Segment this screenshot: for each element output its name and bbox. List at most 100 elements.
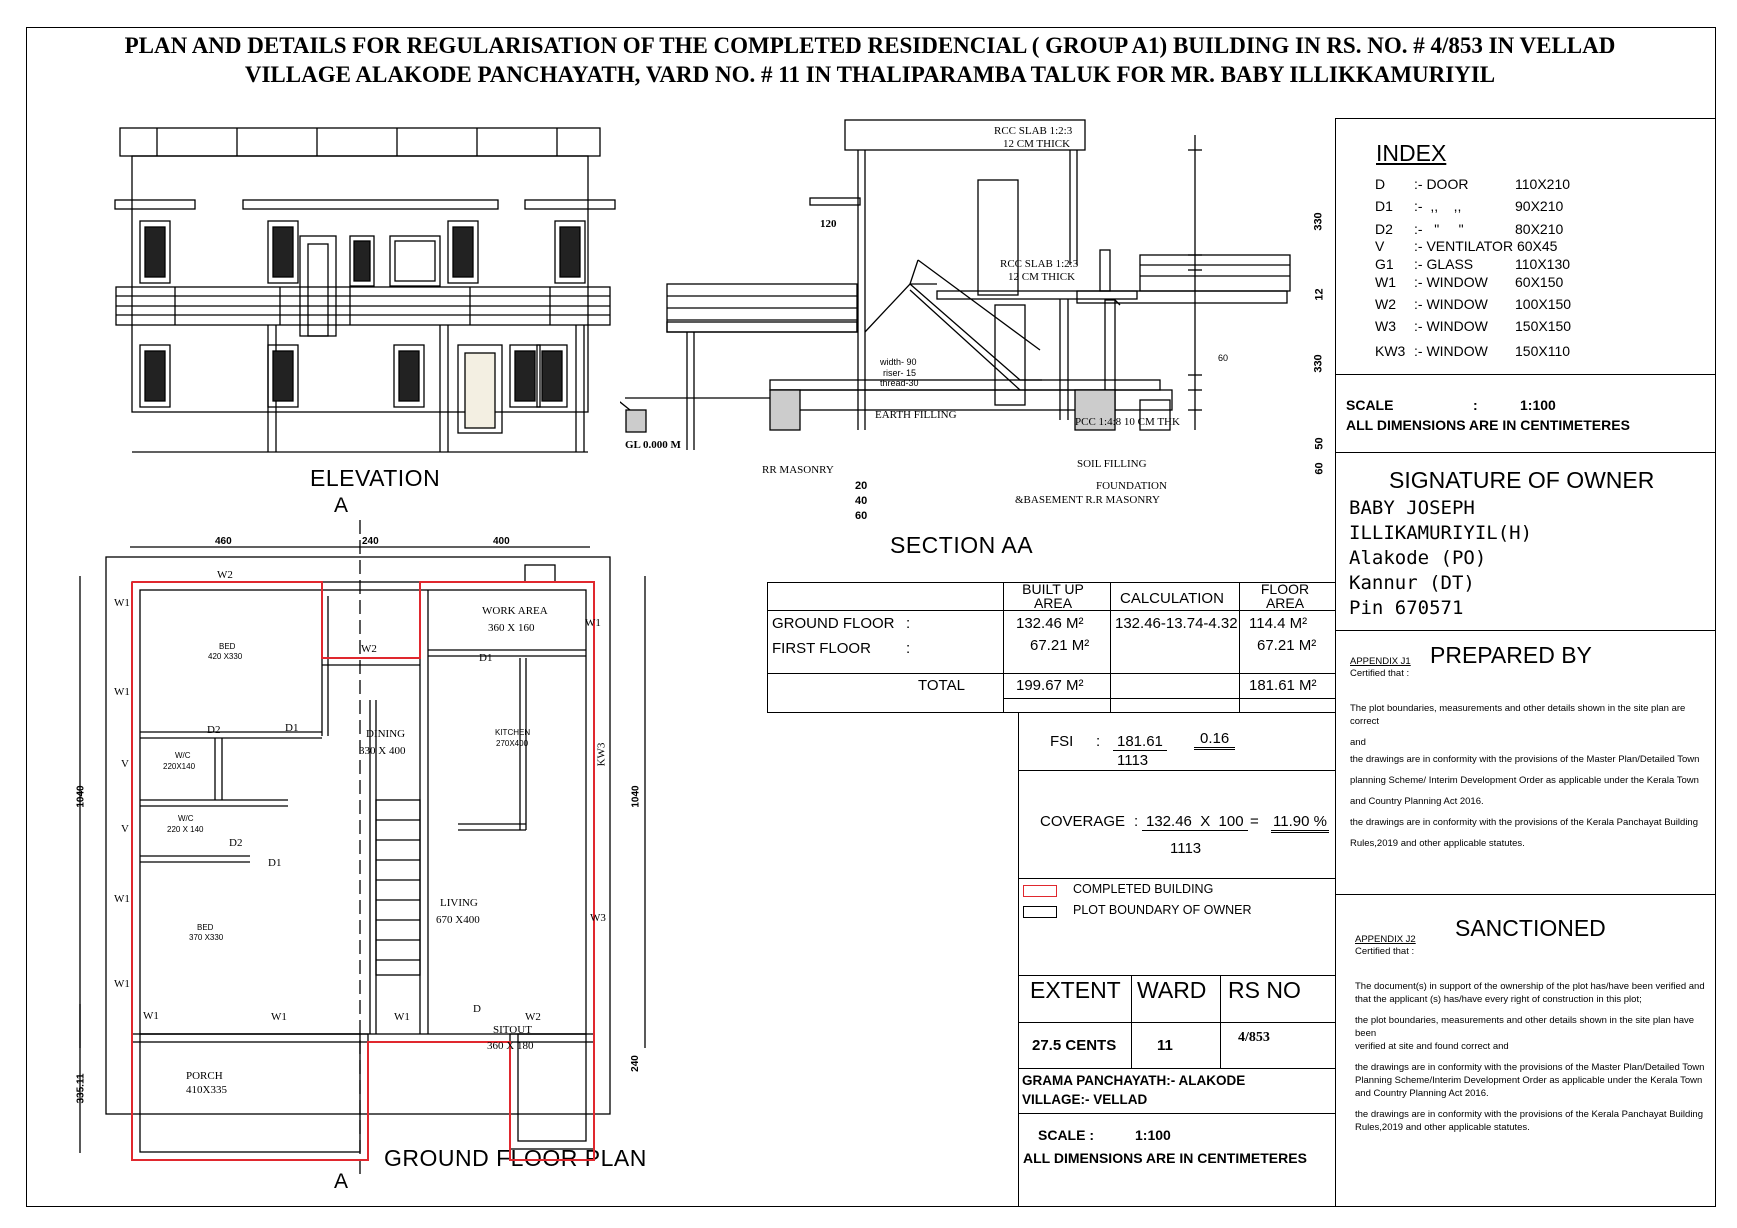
index-desc: :- ,, ,,: [1414, 198, 1462, 214]
prepared-heading: PREPARED BY: [1430, 642, 1592, 668]
index-code: D2: [1375, 221, 1393, 237]
area-row-3: [1003, 698, 1336, 699]
area-h-calc: CALCULATION: [1120, 590, 1224, 607]
scale2-label: SCALE :: [1038, 1127, 1094, 1143]
room-dining-size: 330 X 400: [359, 745, 406, 757]
index-heading: INDEX: [1376, 140, 1447, 166]
tag-w1-b: W1: [114, 686, 130, 698]
fsi-label: FSI: [1050, 733, 1074, 750]
tag-w3: W3: [590, 912, 606, 924]
tag-d: D: [473, 1003, 481, 1015]
index-desc: :- " ": [1414, 221, 1464, 237]
index-desc: :- GLASS: [1414, 256, 1474, 272]
tag-d1-b: D1: [268, 857, 282, 869]
ff-colon: :: [906, 640, 911, 657]
dim-left-porch: 335.11: [75, 1073, 87, 1104]
gf-calc: 132.46-13.74-4.32: [1115, 615, 1238, 632]
sanctioned-text: The document(s) in support of the owners…: [1355, 980, 1713, 1134]
tag-w2-top: W2: [217, 569, 233, 581]
tag-d1-kitchen: D1: [479, 652, 493, 664]
owner-pin: Pin 670571: [1349, 597, 1464, 619]
index-size: 60X150: [1515, 274, 1564, 290]
index-size: 110X210: [1515, 176, 1571, 192]
legend-swatch-plot: [1023, 906, 1057, 918]
section-rcc-top-thk: 12 CM THICK: [1003, 138, 1071, 150]
rs-heading: RS NO: [1228, 977, 1301, 1003]
dim-top-460: 460: [215, 536, 232, 547]
room-wc2: W/C: [178, 814, 194, 823]
index-size: 110X130: [1515, 256, 1571, 272]
fsi-den: 1113: [1117, 752, 1149, 769]
index-code: W2: [1375, 296, 1396, 312]
divider-3: [1335, 630, 1716, 631]
index-code: G1: [1375, 256, 1394, 272]
sanctioned-appendix: APPENDIX J2: [1355, 934, 1416, 945]
tag-w1-f: W1: [271, 1011, 287, 1023]
calc-block: [1018, 713, 1336, 1206]
section-rcc-mid-thk: 12 CM THICK: [1008, 271, 1076, 283]
fsi-colon: :: [1096, 733, 1101, 750]
legend-swatch-completed: [1023, 885, 1057, 897]
sanctioned-p4: the drawings are in conformity with the …: [1355, 1109, 1703, 1120]
gl-label: GL 0.000 M: [625, 439, 681, 451]
coverage-colon: :: [1134, 813, 1139, 830]
section-aa-drawing: [620, 119, 1291, 450]
area-h-built-1: BUILT UP: [1022, 581, 1084, 597]
area-table: [767, 582, 1336, 713]
ground-floor-plan-drawing: [79, 520, 646, 1180]
sanctioned-p3c: and Country Planning Act 2016.: [1355, 1088, 1489, 1099]
index-code: D: [1375, 176, 1386, 192]
gf-floor: 114.4 M²: [1249, 615, 1308, 632]
tag-kw3: KW3: [595, 742, 608, 767]
tag-d2-a: D2: [207, 724, 221, 736]
v-dim-50: 50: [1313, 437, 1326, 450]
tag-v-a: V: [121, 758, 129, 770]
total-floor: 181.61 M²: [1249, 677, 1317, 694]
foundation-label: FOUNDATION: [1096, 480, 1167, 492]
extent-col-1: [1131, 975, 1132, 1068]
fsi-num: 181.61: [1113, 733, 1167, 751]
drawing-title: PLAN AND DETAILS FOR REGULARISATION OF T…: [40, 31, 1700, 89]
index-size: 150X150: [1515, 318, 1572, 334]
fsi-result: 0.16: [1194, 730, 1236, 750]
room-bed1: BED: [219, 642, 236, 651]
ff-floor: 67.21 M²: [1257, 637, 1317, 654]
dim-60: 60: [855, 510, 868, 522]
index-code: W3: [1375, 318, 1396, 334]
prepared-certified: Certified that :: [1350, 668, 1410, 679]
owner-po: Alakode (PO): [1349, 547, 1487, 569]
index-size: 80X210: [1515, 221, 1564, 237]
room-wc2-size: 220 X 140: [167, 825, 204, 834]
coverage-den: 1113: [1170, 840, 1202, 857]
prepared-appendix: APPENDIX J1: [1350, 656, 1411, 667]
tag-w1-d: W1: [114, 978, 130, 990]
signature-heading: SIGNATURE OF OWNER: [1389, 467, 1655, 493]
prepared-p2b: planning Scheme/ Interim Development Ord…: [1350, 775, 1699, 786]
coverage-num: 132.46 X 100: [1142, 813, 1248, 831]
calc-div-4: [1018, 1022, 1336, 1023]
index-desc: :- WINDOW: [1414, 318, 1488, 334]
scale2-value: 1:100: [1135, 1127, 1171, 1143]
section-marker-bottom: A: [334, 1170, 349, 1193]
sanctioned-p3b: Planning Scheme/Interim Development Orde…: [1355, 1075, 1703, 1086]
tag-d1-a: D1: [285, 722, 299, 734]
index-size: 150X110: [1515, 343, 1571, 359]
total-label: TOTAL: [918, 677, 965, 694]
total-built: 199.67 M²: [1016, 677, 1084, 694]
room-living-size: 670 X400: [436, 914, 480, 926]
panchayath-label: GRAMA PANCHAYATH:- ALAKODE: [1022, 1073, 1246, 1088]
calc-div-5: [1018, 1068, 1336, 1069]
coverage-label: COVERAGE: [1040, 813, 1126, 830]
pcc-label: PCC 1:4:8 10 CM THK: [1075, 416, 1180, 428]
v-dim-60: 60: [1313, 462, 1326, 475]
dim-40: 40: [855, 495, 868, 507]
index-size: 90X210: [1515, 198, 1564, 214]
section-rcc-mid: RCC SLAB 1:2:3: [1000, 258, 1079, 270]
dim-60b: 60: [1218, 353, 1229, 363]
tag-w1-e: W1: [143, 1010, 159, 1022]
area-h-floor-1: FLOOR: [1260, 581, 1310, 597]
tag-w1-a: W1: [114, 597, 130, 609]
v-dim-12: 12: [1313, 288, 1326, 301]
room-bed1-size: 420 X330: [208, 652, 243, 661]
